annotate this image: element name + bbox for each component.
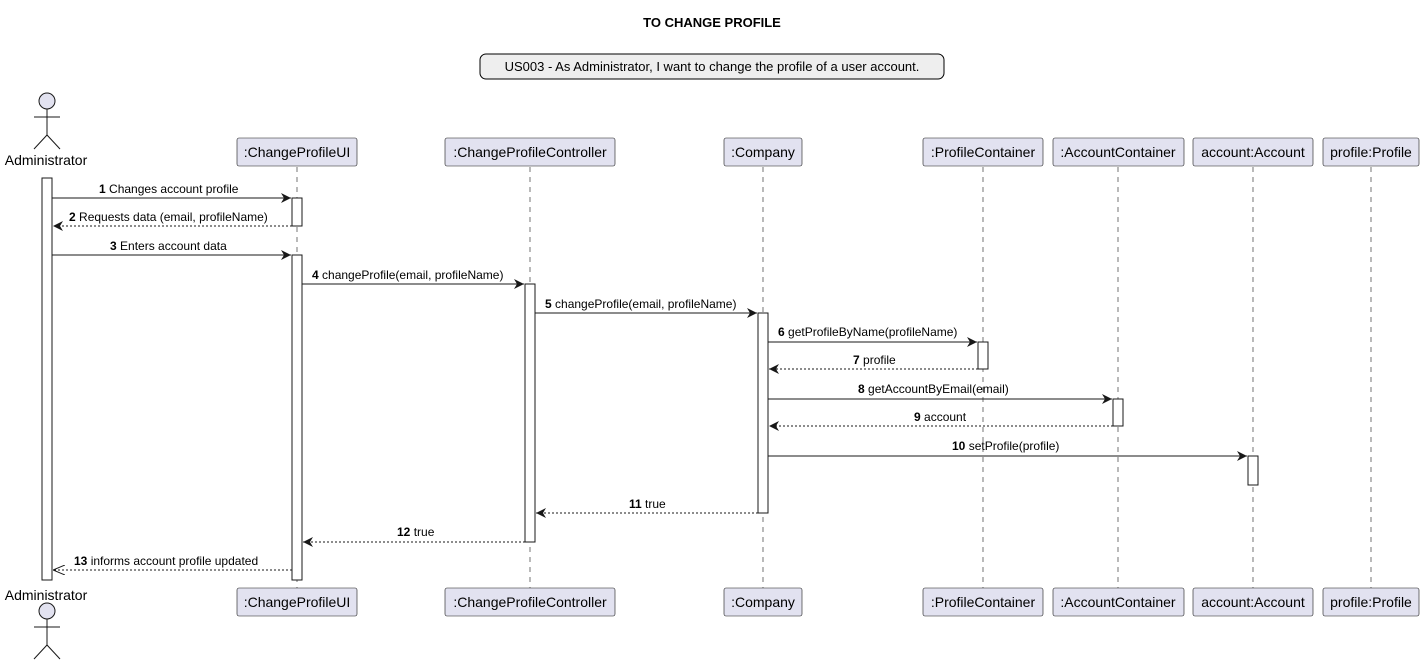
message-label: 12 true <box>397 525 435 539</box>
actor-label-top: Administrator <box>5 152 88 168</box>
participant-label: :ProfileContainer <box>931 594 1036 610</box>
message-label: 7 profile <box>853 353 896 367</box>
participant-box <box>444 137 616 167</box>
participant-box <box>1052 137 1185 167</box>
participant-box <box>236 587 358 617</box>
participant-label: profile:Profile <box>1330 144 1412 160</box>
stick-figure-icon <box>33 92 61 150</box>
message-label: 5 changeProfile(email, profileName) <box>545 297 736 311</box>
actor-label-bottom: Administrator <box>5 587 88 603</box>
participant-box <box>922 587 1044 617</box>
participant-label: :AccountContainer <box>1060 144 1176 160</box>
participant-label: :ChangeProfileUI <box>244 144 351 160</box>
activation-administrator <box>41 177 53 581</box>
participant-box <box>1322 137 1420 167</box>
message-label: 9 account <box>914 410 967 424</box>
participant-box <box>1192 137 1314 167</box>
participant-label: :Company <box>731 144 795 160</box>
stick-figure-icon <box>33 602 61 660</box>
activation-ui-1 <box>291 197 303 227</box>
activations <box>41 177 1259 581</box>
participant-box <box>236 137 358 167</box>
participant-box <box>1192 587 1314 617</box>
message-label: 1 Changes account profile <box>99 182 239 196</box>
participant-box <box>1322 587 1420 617</box>
message-label: 13 informs account profile updated <box>74 554 258 568</box>
message-label: 4 changeProfile(email, profileName) <box>312 268 503 282</box>
activation-company <box>757 312 769 514</box>
activation-controller <box>524 283 536 543</box>
participant-box <box>444 587 616 617</box>
participant-box <box>723 137 803 167</box>
participant-box <box>922 137 1044 167</box>
messages: 1 Changes account profile 2 Requests dat… <box>52 182 1247 570</box>
message-label: 6 getProfileByName(profileName) <box>778 325 957 339</box>
lifelines <box>46 167 1372 589</box>
participant-label: :AccountContainer <box>1060 594 1176 610</box>
participant-label: :ProfileContainer <box>931 144 1036 160</box>
participant-label: account:Account <box>1201 144 1305 160</box>
participant-label: :ChangeProfileController <box>453 594 607 610</box>
activation-ui-2 <box>291 254 303 581</box>
message-label: 10 setProfile(profile) <box>952 439 1059 453</box>
participant-box <box>723 587 803 617</box>
activation-account <box>1247 455 1259 486</box>
message-label: 11 true <box>629 497 666 511</box>
participant-label: profile:Profile <box>1330 594 1412 610</box>
participant-label: :Company <box>731 594 795 610</box>
user-story-note-box <box>479 53 945 80</box>
participant-label: account:Account <box>1201 594 1305 610</box>
diagram-title: TO CHANGE PROFILE <box>643 15 781 30</box>
participant-label: :ChangeProfileController <box>453 144 607 160</box>
participants-top: :ChangeProfileUI :ChangeProfileControlle… <box>236 137 1420 167</box>
message-label: 2 Requests data (email, profileName) <box>69 210 268 224</box>
message-label: 8 getAccountByEmail(email) <box>858 382 1009 396</box>
user-story-note-text: US003 - As Administrator, I want to chan… <box>505 59 920 74</box>
participants-bottom: :ChangeProfileUI :ChangeProfileControlle… <box>236 587 1420 617</box>
participant-box <box>1052 587 1185 617</box>
participant-label: :ChangeProfileUI <box>244 594 351 610</box>
activation-account-container <box>1112 398 1124 427</box>
activation-profile-container <box>977 341 989 370</box>
message-label: 3 Enters account data <box>110 239 227 253</box>
